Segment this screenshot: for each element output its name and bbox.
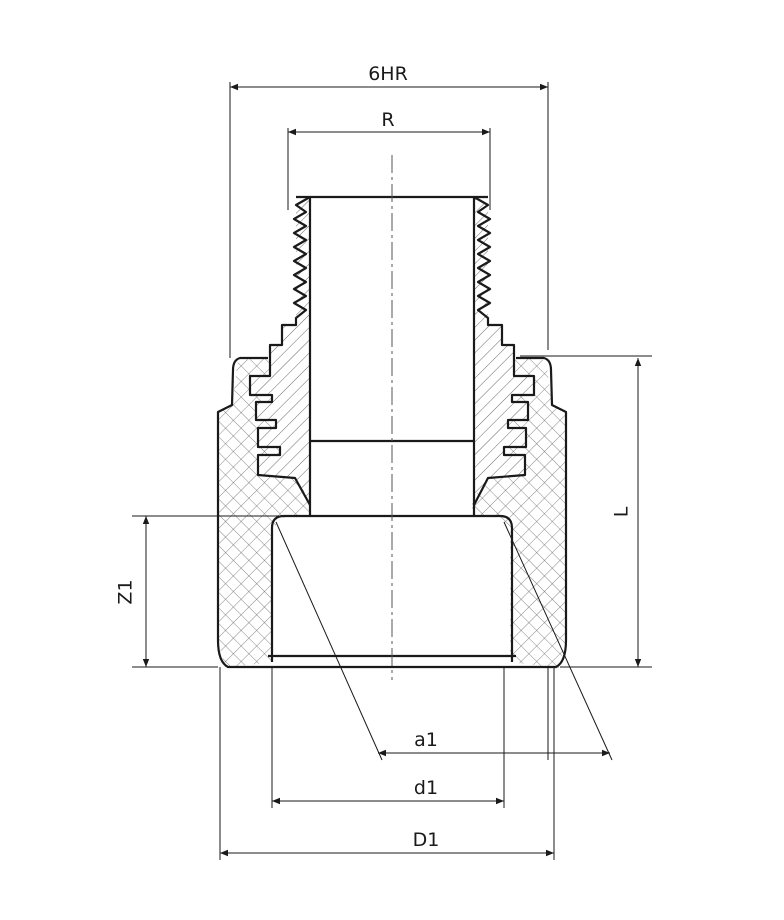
label-hex-width: 6HR — [368, 63, 408, 85]
label-outer-diameter: D1 — [413, 829, 440, 851]
label-length: L — [611, 506, 633, 517]
label-inner-diameter: d1 — [414, 777, 438, 799]
label-z-height: Z1 — [115, 579, 137, 604]
extension-lines — [132, 82, 652, 860]
label-a-dim: a1 — [414, 729, 438, 751]
label-thread: R — [381, 109, 394, 131]
dimension-lines — [142, 83, 642, 857]
